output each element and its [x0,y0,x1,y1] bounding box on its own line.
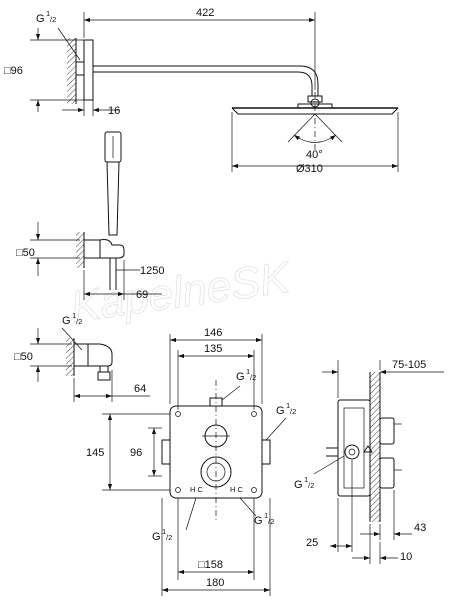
svg-text:/2: /2 [50,15,56,24]
svg-text:H C: H C [190,485,204,494]
svg-text:/2: /2 [166,533,172,542]
svg-text:/2: /2 [76,317,82,326]
box-inner-label: 135 [204,343,222,355]
svg-text:G: G [276,405,285,417]
holder-projection-label: 69 [136,289,148,301]
box-width-label: 146 [204,327,222,339]
watermark-text: KapelneSK [68,253,294,332]
shower-arm-view [30,12,399,172]
cover-width-label: 180 [206,577,224,589]
thread-label-box-right: G 1 /2 [276,401,296,417]
depth-range-label: 75-105 [392,359,426,371]
svg-text:1: 1 [304,475,308,484]
svg-text:1: 1 [162,527,166,536]
outlet-square-label: □50 [14,351,33,363]
thread-label-box-top: G 1 /2 [236,367,256,383]
svg-text:/2: /2 [308,481,314,490]
svg-text:G: G [254,515,263,527]
svg-text:/2: /2 [290,407,296,416]
svg-text:H C: H C [230,485,244,494]
svg-text:1: 1 [246,367,250,376]
svg-text:1: 1 [286,401,290,410]
outlet-projection-label: 64 [134,383,146,395]
svg-text:/2: /2 [268,517,274,526]
depth-10-label: 10 [400,551,412,563]
svg-text:G: G [294,479,303,491]
box-inner-height-label: 96 [130,447,142,459]
head-diameter-label: Ø310 [296,163,323,175]
wall-square-label: □96 [4,65,23,77]
svg-text:/2: /2 [250,373,256,382]
thread-label-outlet: G 1 /2 [62,311,82,327]
box-height-label: 145 [86,447,104,459]
wall-outlet-view [30,327,150,402]
cover-square-label: □158 [198,559,223,571]
svg-text:G: G [62,315,71,327]
svg-text:1: 1 [72,311,76,320]
svg-text:G: G [36,13,45,25]
concealed-box-front-view: H C H C [102,334,287,596]
arm-length-label: 422 [196,7,214,19]
depth-25-label: 25 [306,537,318,549]
thread-label-top: G 1 /2 [36,9,56,25]
svg-text:G: G [236,371,245,383]
hand-shower-view [30,131,162,300]
svg-text:1: 1 [46,9,50,18]
svg-text:G: G [152,531,161,543]
thread-label-box-bottom-right: G 1 /2 [254,511,274,527]
spray-angle-label: 40° [306,149,323,161]
arm-offset-label: 16 [108,105,120,117]
svg-text:1: 1 [264,511,268,520]
thread-label-side: G 1 /2 [294,475,314,491]
concealed-box-side-view [313,360,444,564]
holder-square-label: □50 [16,247,35,259]
hose-length-label: 1250 [140,265,164,277]
thread-label-box-bottom-left: G 1 /2 [152,527,172,543]
depth-43-label: 43 [414,522,426,534]
